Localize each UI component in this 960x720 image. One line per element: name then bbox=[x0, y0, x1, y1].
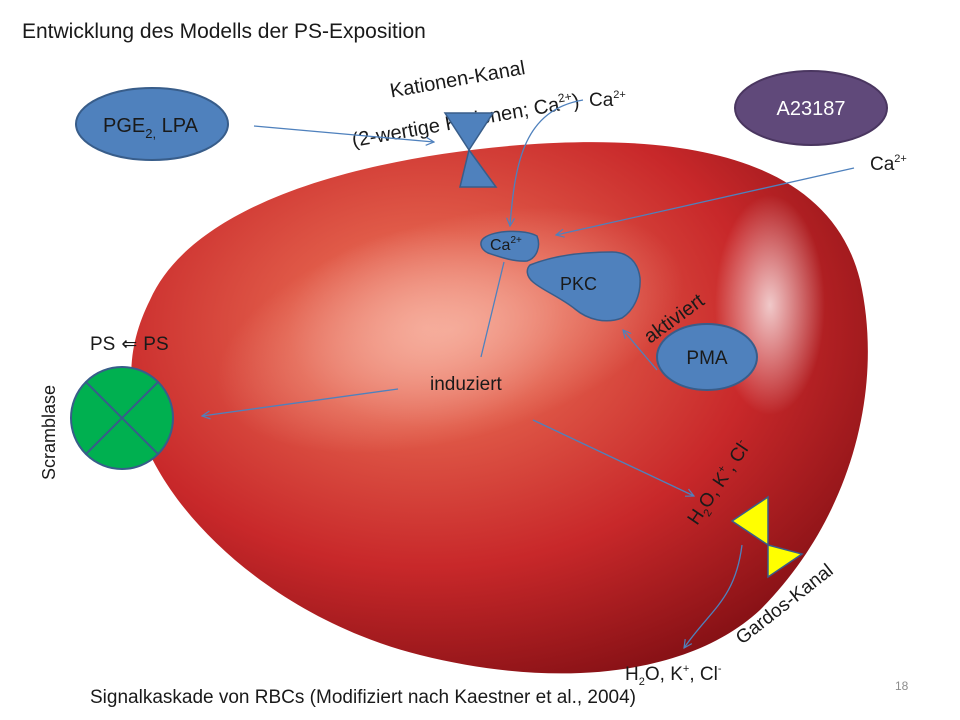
pma-label: PMA bbox=[686, 348, 728, 369]
red-blood-cell bbox=[131, 142, 868, 674]
arrow-to-scramblase bbox=[202, 388, 399, 416]
ions-label-bottom: H2O, K+, Cl- bbox=[625, 663, 722, 688]
figure-caption: Signalkaskade von RBCs (Modifiziert nach… bbox=[90, 687, 636, 708]
scramblase-label: Scramblase bbox=[39, 385, 59, 480]
pge2-lpa-label: PGE2, LPA bbox=[103, 115, 199, 141]
induziert-label: induziert bbox=[430, 374, 503, 395]
pma-node: PMA bbox=[656, 323, 758, 391]
arrow-a23187-ca bbox=[556, 167, 855, 235]
a23187-label: A23187 bbox=[777, 98, 846, 120]
scramblase-icon bbox=[70, 366, 174, 470]
ca-blob-label: Ca2+ bbox=[490, 235, 522, 254]
ca-label-right: Ca2+ bbox=[870, 153, 907, 175]
cation-channel-line1: Kationen-Kanal bbox=[388, 57, 527, 102]
page-title: Entwicklung des Modells der PS-Expositio… bbox=[22, 20, 426, 43]
pkc-label: PKC bbox=[560, 274, 597, 294]
ps-flip-label: PS⇐PS bbox=[90, 334, 169, 355]
gardos-channel-icon bbox=[730, 495, 804, 579]
line-ca-to-induziert bbox=[480, 261, 505, 358]
cation-channel-icon bbox=[443, 112, 498, 188]
arrow-ion-efflux bbox=[684, 544, 743, 648]
page-number: 18 bbox=[895, 679, 909, 693]
arrow-to-gardos bbox=[532, 419, 694, 496]
ca-label-top: Ca2+ bbox=[589, 89, 626, 111]
ca-blob: Ca2+ bbox=[480, 230, 540, 262]
arrow-ca-influx bbox=[510, 99, 584, 226]
pkc-node: PKC bbox=[526, 251, 641, 322]
arrow-pma-activates-pkc bbox=[623, 330, 658, 371]
arrow-pge-to-channel bbox=[253, 125, 434, 142]
pge2-lpa-node: PGE2, LPA bbox=[75, 87, 229, 161]
a23187-node: A23187 bbox=[734, 70, 888, 146]
